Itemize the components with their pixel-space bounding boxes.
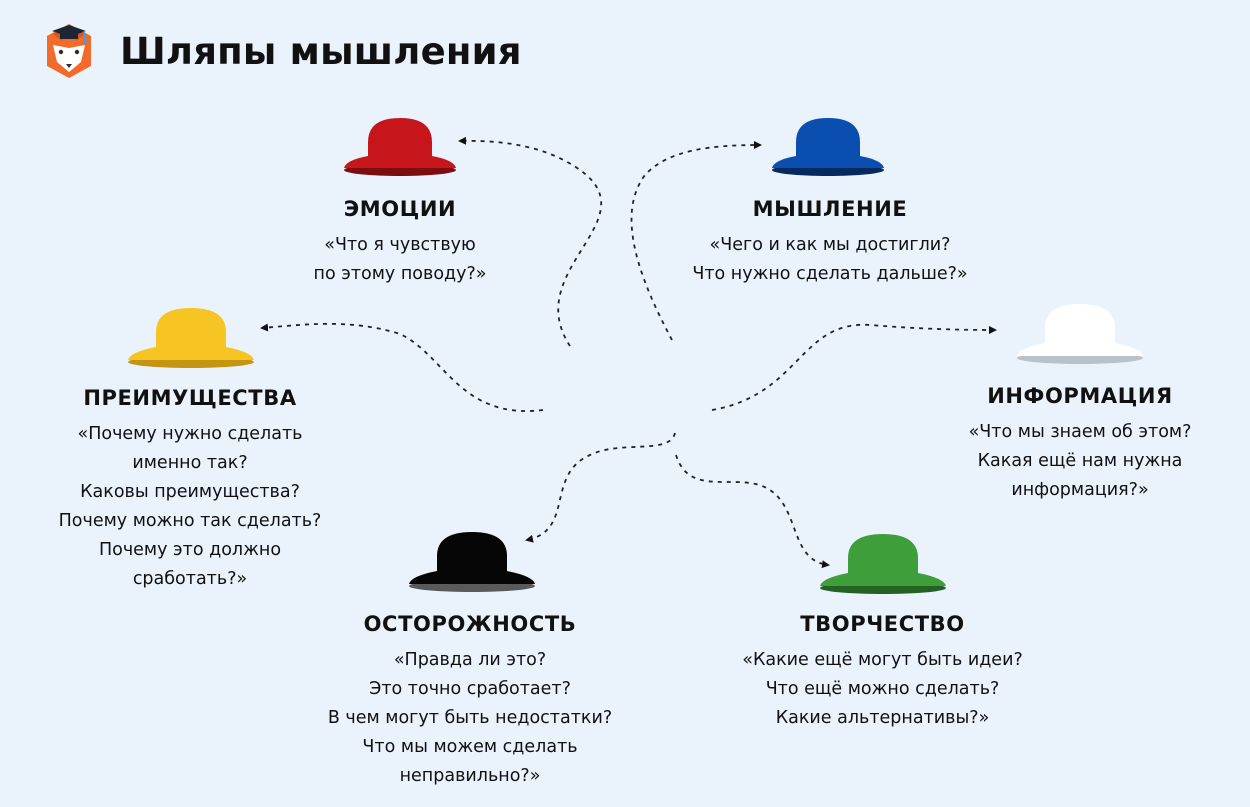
hat-question: «Какие ещё могут быть идеи? xyxy=(742,650,1023,670)
hat-question: «Что я чувствую xyxy=(324,235,476,255)
arrow-to-blue-hat xyxy=(630,141,762,341)
hat-question: Какие альтернативы?» xyxy=(775,708,990,728)
hat-name-thinking: МЫШЛЕНИЕ xyxy=(752,197,908,221)
green-hat-icon xyxy=(820,534,946,594)
hat-question: Почему это должно xyxy=(98,540,282,560)
hat-question: «Чего и как мы достигли? xyxy=(709,235,951,255)
hat-name-benefits: ПРЕИМУЩЕСТВА xyxy=(83,386,297,410)
hat-block-information: ИНФОРМАЦИЯ «Что мы знаем об этом? Какая … xyxy=(935,384,1225,505)
hat-question: «Правда ли это? xyxy=(393,650,547,670)
header: Шляпы мышления xyxy=(44,22,522,80)
hat-question: информация?» xyxy=(1011,480,1149,500)
black-hat-icon xyxy=(409,532,535,592)
hat-question: «Почему нужно сделать xyxy=(77,424,303,444)
hat-question: В чем могут быть недостатки? xyxy=(327,708,613,728)
hat-block-emotions: ЭМОЦИИ «Что я чувствую по этому поводу?» xyxy=(260,197,540,289)
hat-block-thinking: МЫШЛЕНИЕ «Чего и как мы достигли? Что ну… xyxy=(660,197,1000,289)
hat-question: неправильно?» xyxy=(399,766,541,786)
hat-question: Что мы можем сделать xyxy=(362,737,578,757)
yellow-hat-icon xyxy=(128,308,254,368)
white-hat-icon xyxy=(1017,304,1143,364)
page-title: Шляпы мышления xyxy=(120,29,522,73)
arrow-to-red-hat xyxy=(458,136,603,347)
red-hat-icon xyxy=(344,118,456,176)
fox-graduate-icon xyxy=(47,24,91,78)
hat-question: «Что мы знаем об этом? xyxy=(968,422,1192,442)
hat-name-information: ИНФОРМАЦИЯ xyxy=(987,384,1173,408)
arrow-to-green-hat xyxy=(675,454,830,569)
hat-question: Какая ещё нам нужна xyxy=(977,451,1183,471)
blue-hat-icon xyxy=(772,118,884,176)
arrow-to-yellow-hat xyxy=(260,322,544,412)
arrow-to-white-hat xyxy=(711,324,997,411)
hat-question: Что нужно сделать дальше?» xyxy=(692,264,968,284)
hat-name-emotions: ЭМОЦИИ xyxy=(343,197,457,221)
hat-block-benefits: ПРЕИМУЩЕСТВА «Почему нужно сделать именн… xyxy=(30,386,350,594)
hat-question: Почему можно так сделать? xyxy=(58,511,322,531)
hat-block-caution: ОСТОРОЖНОСТЬ «Правда ли это? Это точно с… xyxy=(300,612,640,791)
hat-name-caution: ОСТОРОЖНОСТЬ xyxy=(363,612,577,636)
hat-question: по этому поводу?» xyxy=(313,264,487,284)
hat-question: Это точно сработает? xyxy=(369,679,571,699)
hat-question: именно так? xyxy=(132,453,248,473)
hat-question: сработать?» xyxy=(132,569,248,589)
hat-question: Что ещё можно сделать? xyxy=(765,679,1000,699)
hat-block-creativity: ТВОРЧЕСТВО «Какие ещё могут быть идеи? Ч… xyxy=(705,612,1060,733)
arrow-to-black-hat xyxy=(525,432,676,543)
hat-question: Каковы преимущества? xyxy=(80,482,300,502)
hat-name-creativity: ТВОРЧЕСТВО xyxy=(800,612,965,636)
